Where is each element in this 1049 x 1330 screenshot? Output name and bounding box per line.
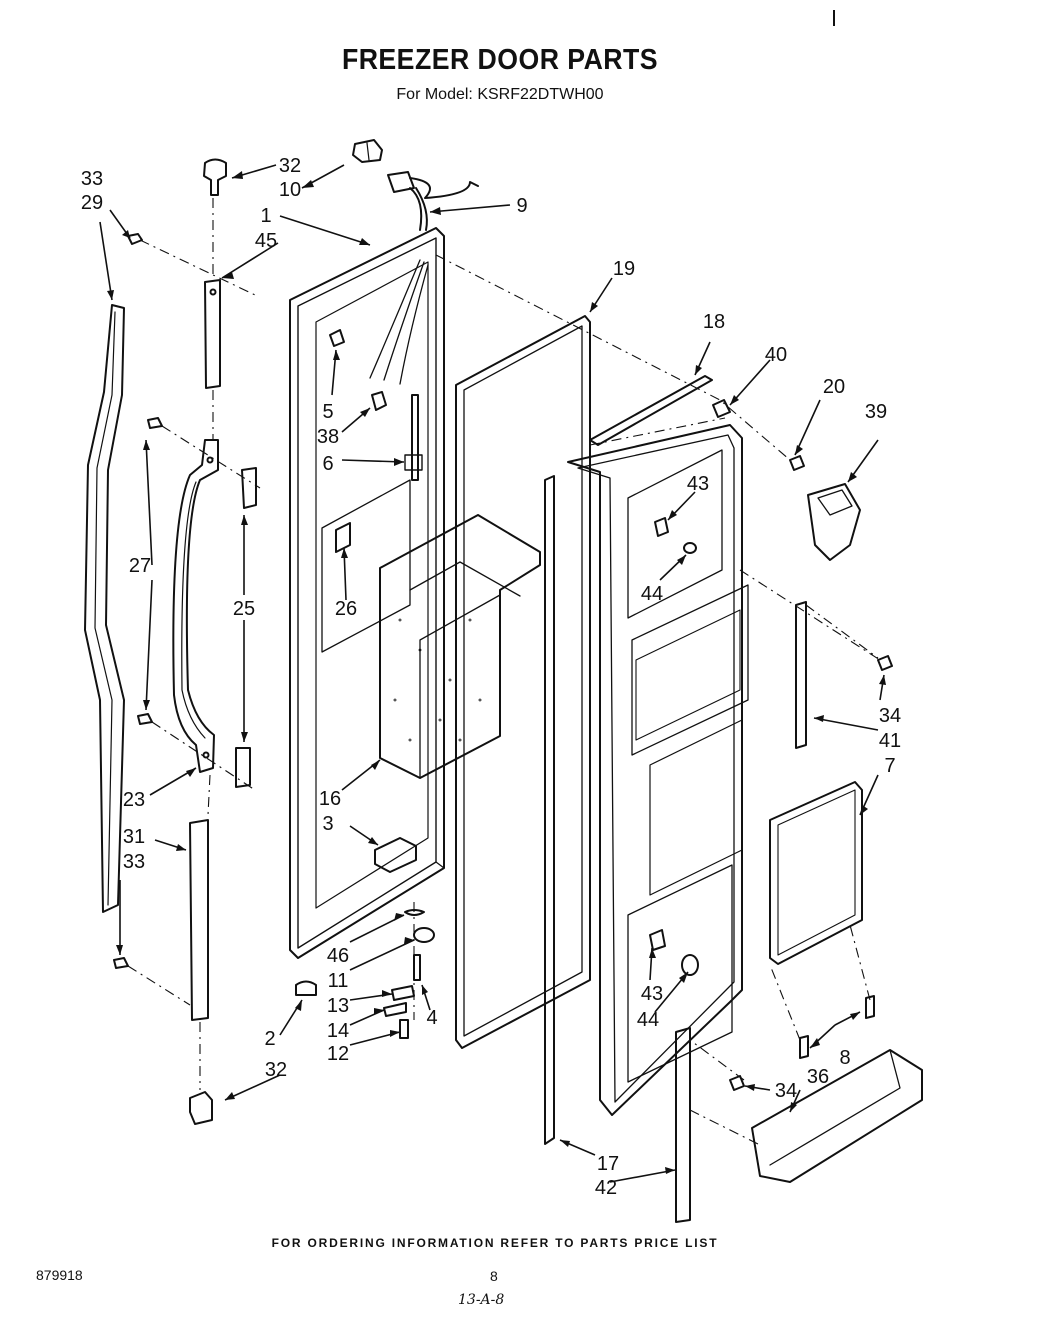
part-39-dispenser-chute — [807, 483, 861, 561]
callout-32-top: 32 — [279, 155, 301, 177]
callout-10: 10 — [279, 179, 301, 201]
part-12-screw — [399, 1019, 409, 1039]
callout-39: 39 — [865, 401, 887, 423]
callout-34-upper: 34 — [879, 705, 901, 727]
part-5-clip — [329, 329, 345, 347]
part-17-trim-strip — [544, 475, 555, 1145]
part-32-bottom-cap — [189, 1091, 213, 1125]
part-32-top-cap — [203, 158, 227, 196]
screw-33-bottom — [113, 957, 129, 969]
callout-5: 5 — [322, 401, 333, 423]
part-45-upper-bracket — [204, 279, 221, 389]
model-subtitle: For Model: KSRF22DTWH00 — [396, 86, 604, 103]
part-14-shim — [383, 1002, 407, 1017]
screw-33-top — [127, 233, 143, 245]
callout-13: 13 — [327, 995, 349, 1017]
callout-41: 41 — [879, 730, 901, 752]
part-43-upper-clip — [654, 517, 669, 537]
part-8-screw-a — [799, 1035, 809, 1059]
callout-17: 17 — [597, 1153, 619, 1175]
callout-44-lower: 44 — [637, 1009, 659, 1031]
callout-6: 6 — [322, 453, 333, 475]
part-19-door-gasket — [455, 315, 591, 1049]
ordering-note: FOR ORDERING INFORMATION REFER TO PARTS … — [271, 1236, 719, 1250]
callout-20: 20 — [823, 376, 845, 398]
callout-33-top: 33 — [81, 168, 103, 190]
part-13-plate — [391, 985, 415, 1001]
part-2-cap — [295, 980, 317, 996]
callout-32-bottom: 32 — [265, 1059, 287, 1081]
callout-4: 4 — [426, 1007, 437, 1029]
callout-43-lower: 43 — [641, 983, 663, 1005]
part-4-screw — [413, 954, 421, 981]
callout-8: 8 — [839, 1047, 850, 1069]
callout-33-bottom: 33 — [123, 851, 145, 873]
part-34-screw-upper — [877, 655, 893, 671]
part-16-insulation-block — [379, 514, 541, 779]
part-27-door-handle — [172, 439, 219, 773]
callout-26: 26 — [335, 598, 357, 620]
part-26-inner-panel — [321, 479, 411, 653]
callout-42: 42 — [595, 1177, 617, 1199]
part-10-clip — [352, 139, 383, 163]
part-38-plug — [371, 391, 387, 411]
callout-31: 31 — [123, 826, 145, 848]
callout-38: 38 — [317, 426, 339, 448]
screw-27-top — [147, 417, 163, 429]
callout-43-upper: 43 — [687, 473, 709, 495]
callout-7: 7 — [884, 755, 895, 777]
part-41-side-strip — [795, 601, 807, 749]
part-18-top-trim — [589, 375, 713, 446]
part-40-top-cap — [712, 399, 731, 418]
callout-34-lower: 34 — [775, 1080, 797, 1102]
callout-25: 25 — [233, 598, 255, 620]
part-25-lower-clip — [235, 747, 251, 788]
callout-40: 40 — [765, 344, 787, 366]
part-8-screw-b — [865, 995, 875, 1019]
document-number: 879918 — [36, 1267, 83, 1283]
callout-23: 23 — [123, 789, 145, 811]
callout-2: 2 — [264, 1028, 275, 1050]
part-25-upper-clip — [241, 467, 257, 509]
callout-3: 3 — [322, 813, 333, 835]
part-36-door-bin — [751, 1049, 923, 1183]
callout-29: 29 — [81, 192, 103, 214]
callout-36: 36 — [807, 1066, 829, 1088]
page-title: FREEZER DOOR PARTS — [341, 44, 659, 76]
callout-11: 11 — [328, 970, 349, 992]
inner-door-liner — [567, 424, 743, 1116]
handwritten-reference: 13-A-8 — [458, 1292, 505, 1308]
part-9-wire-harness — [387, 171, 415, 193]
part-44-lower-bumper — [681, 954, 699, 976]
part-1-door-outer-frame — [289, 227, 445, 959]
callout-44-upper: 44 — [641, 583, 663, 605]
callout-14: 14 — [327, 1020, 349, 1042]
part-31-lower-bracket — [189, 819, 209, 1021]
callout-27: 27 — [129, 555, 151, 577]
part-42-bottom-strip — [675, 1027, 691, 1223]
part-3-hinge-plate — [374, 837, 417, 873]
callout-16: 16 — [319, 788, 341, 810]
page-number: 8 — [490, 1268, 498, 1284]
part-44-upper-bumper — [683, 542, 697, 554]
part-7-access-panel — [769, 781, 863, 965]
callout-19: 19 — [613, 258, 635, 280]
part-46-washer — [404, 909, 425, 916]
callout-46: 46 — [327, 945, 349, 967]
callout-45: 45 — [255, 230, 277, 252]
part-43-lower-clip — [649, 929, 666, 951]
callout-18: 18 — [703, 311, 725, 333]
part-20-screw — [789, 455, 805, 471]
part-6-tube — [411, 394, 419, 481]
part-29-gasket-strip — [84, 304, 125, 913]
part-11-bushing — [413, 927, 435, 943]
corner-mark — [833, 10, 835, 26]
screw-27-bottom — [137, 713, 153, 725]
part-34-screw-lower — [729, 1075, 745, 1091]
callout-1: 1 — [260, 205, 271, 227]
callout-12: 12 — [327, 1043, 349, 1065]
callout-9: 9 — [516, 195, 527, 217]
